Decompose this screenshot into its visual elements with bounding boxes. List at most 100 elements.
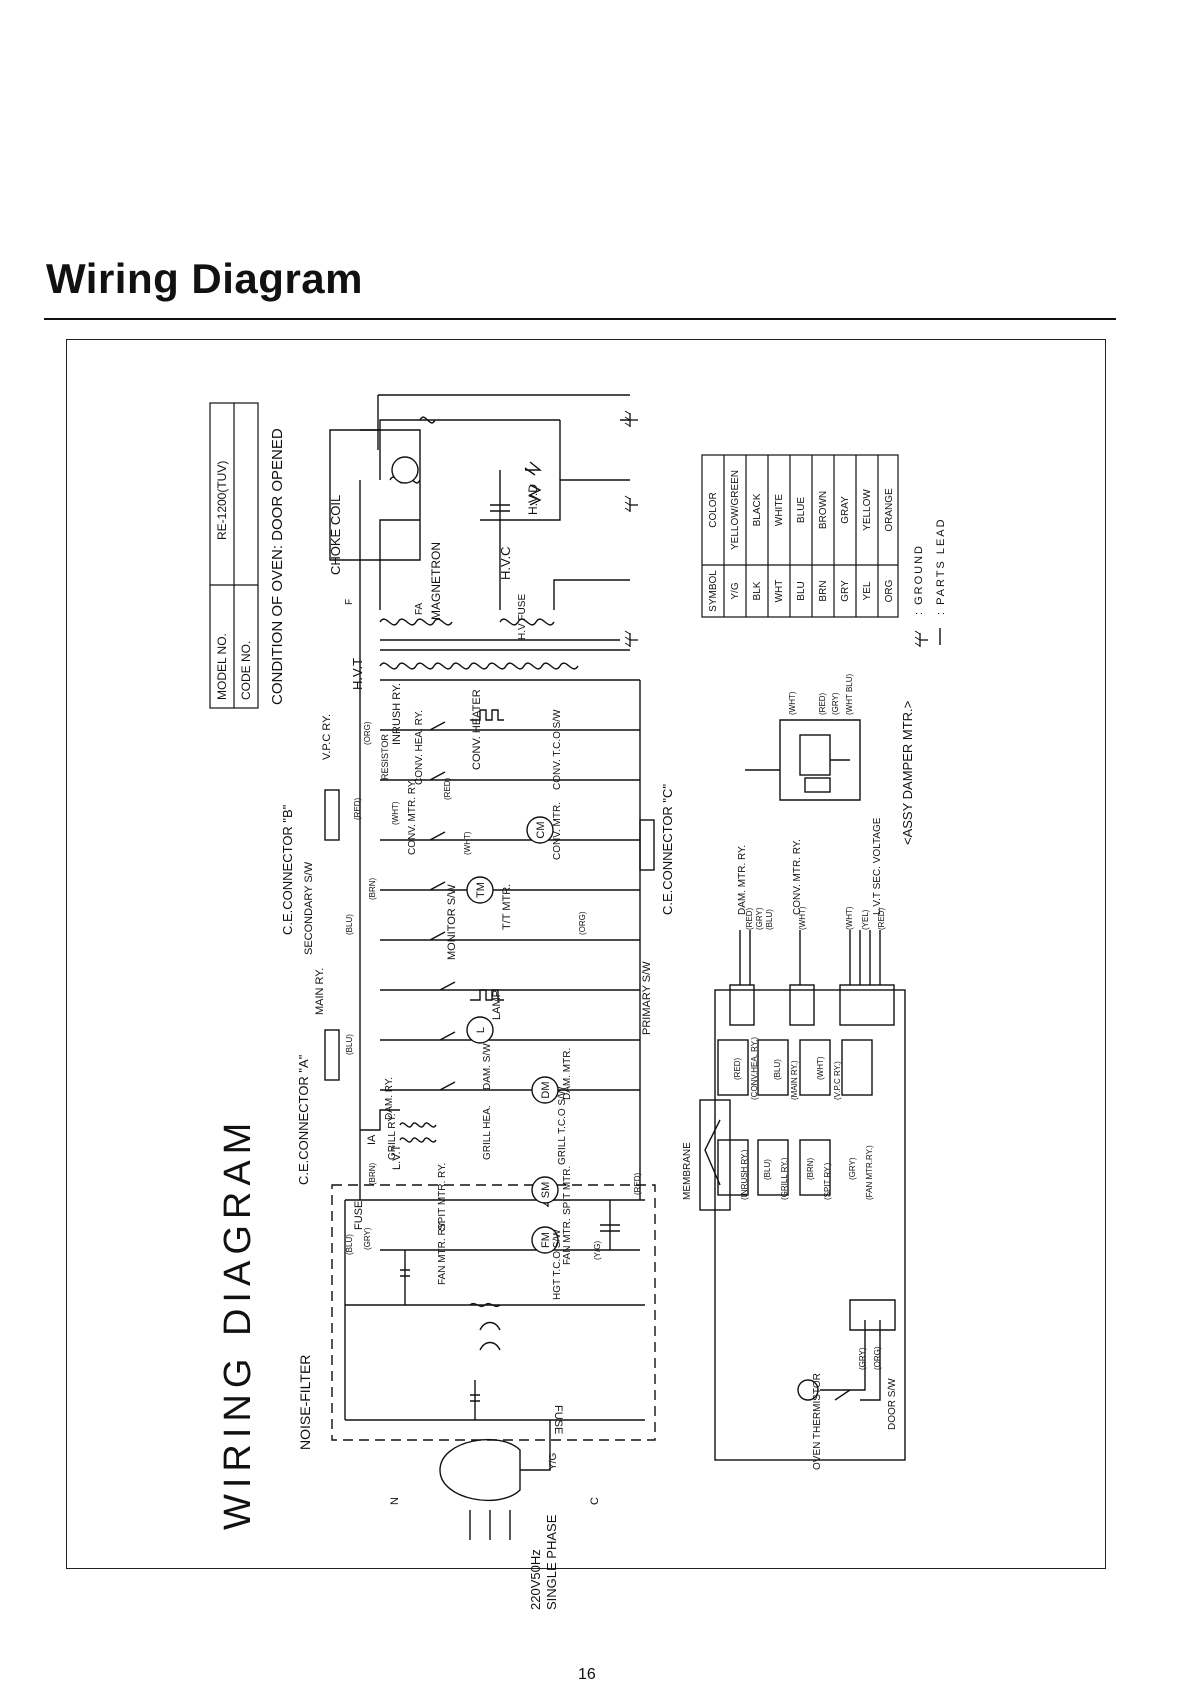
- legend-symbol-6: YEL: [862, 581, 873, 600]
- label-dam-mtr: DAM. MTR.: [562, 1048, 573, 1100]
- condition-label: CONDITION OF OVEN: DOOR OPENED: [269, 428, 286, 705]
- tag-wht-blu-damper: (WHT BLU): [845, 673, 854, 715]
- model-label: MODEL NO.: [215, 633, 229, 700]
- legend-symbol-2: WHT: [774, 580, 785, 603]
- title-rule: [44, 318, 1116, 320]
- label-ce-b: C.E.CONNECTOR "B": [280, 804, 295, 935]
- relay-label-red: (CONV.HEA. RY.): [750, 1037, 759, 1100]
- label-fan-ry: FAN MTR. RY.: [437, 1220, 448, 1285]
- svg-text:TM: TM: [475, 882, 487, 898]
- label-ce-c: C.E.CONNECTOR "C": [660, 784, 675, 915]
- relay-tag-spit: (BRN): [806, 1157, 815, 1180]
- tag-org-2: (ORG): [578, 911, 587, 935]
- tag-brn-2: (BRN): [368, 877, 377, 900]
- relay-tag-fan: (GRY): [848, 1157, 857, 1180]
- relay-label-fan: (FAN MTR.RY.): [865, 1145, 874, 1200]
- label-conv-mtr: CONV. MTR.: [552, 802, 563, 860]
- model-value: RE-1200(TUV): [215, 461, 229, 540]
- svg-text:CM: CM: [535, 821, 547, 838]
- color-legend-table: [701, 454, 899, 618]
- legend-color-2: WHITE: [774, 494, 785, 527]
- tag-gry-dam: (GRY): [755, 907, 764, 930]
- label-resistor: RESISTOR: [380, 734, 390, 780]
- label-monitor-sw: MONITOR S/W: [446, 884, 458, 960]
- label-ia: IA: [366, 1134, 378, 1145]
- label-damper-mtr: <ASSY DAMPER MTR.>: [900, 701, 915, 845]
- svg-text:FM: FM: [540, 1232, 552, 1248]
- tag-gry-damper: (GRY): [831, 692, 840, 715]
- conv-motor-icon: [526, 816, 554, 844]
- label-grill-hea: GRILL HEA.: [482, 1105, 493, 1160]
- label-fuse2: FUSE: [552, 1405, 564, 1434]
- label-c-mark: C: [589, 1497, 601, 1505]
- legend-ground: : GROUND: [913, 544, 925, 615]
- svg-text:DM: DM: [540, 1081, 552, 1098]
- model-info-box: [209, 402, 259, 709]
- label-magnetron: MAGNETRON: [429, 542, 443, 620]
- relay-label-main: (MAIN RY.): [790, 1060, 799, 1100]
- legend-header-symbol: SYMBOL: [708, 570, 719, 612]
- tag-red-3: (RED): [633, 1172, 642, 1195]
- motors: [391, 456, 559, 1254]
- label-secondary-sw: SECONDARY S/W: [303, 861, 315, 955]
- label-primary-sw: PRIMARY S/W: [641, 961, 653, 1035]
- tt-motor-icon: [466, 876, 494, 904]
- label-hvt: H.V.T: [350, 658, 365, 690]
- tag-red-dam: (RED): [745, 907, 754, 930]
- tag-blu-2: (BLU): [345, 1034, 354, 1055]
- diagram-frame: [66, 339, 1106, 1569]
- tag-wht-1: (WHT): [391, 801, 400, 825]
- legend-color-3: BLUE: [796, 497, 807, 523]
- tag-red-lvt: (RED): [877, 907, 886, 930]
- label-ce-a: C.E.CONNECTOR "A": [296, 1054, 311, 1185]
- relay-label-grill: (GRILL RY.): [780, 1157, 789, 1200]
- legend-symbol-3: BLU: [796, 581, 807, 600]
- tag-red-damper: (RED): [818, 692, 827, 715]
- code-label: CODE NO.: [239, 641, 253, 700]
- tag-yel-lvt: (YEL): [861, 909, 870, 930]
- label-spit-mtr: SPIT MTR.: [562, 1166, 573, 1215]
- big-title: WIRING DIAGRAM: [217, 1117, 259, 1530]
- tag-gry-therm: (GRY): [858, 1347, 867, 1370]
- label-main-ry: MAIN RY.: [314, 968, 326, 1015]
- label-oven-thermistor: OVEN THERMISTOR: [812, 1373, 823, 1470]
- legend-symbol-1: BLK: [752, 581, 763, 600]
- legend-parts-lead: : PARTS LEAD: [935, 517, 947, 615]
- tag-org-therm: (ORG): [873, 1346, 882, 1370]
- tag-yg-1: (Y/G): [593, 1241, 602, 1260]
- label-fuse: FUSE: [353, 1201, 365, 1230]
- label-choke: CHOKE COIL: [328, 495, 343, 575]
- label-conv-heater: CONV. HEATER: [471, 689, 483, 770]
- tag-wht-damper: (WHT): [788, 691, 797, 715]
- legend-color-4: BROWN: [818, 491, 829, 529]
- svg-text:L: L: [475, 1027, 487, 1033]
- label-fa: FA: [414, 602, 425, 615]
- label-f: F: [344, 599, 355, 605]
- magnetron-icon: [391, 456, 419, 484]
- tag-blu-1: (BLU): [345, 1234, 354, 1255]
- relay-tag-red: (RED): [733, 1057, 742, 1080]
- label-tt-mtr: T/T MTR.: [501, 884, 513, 930]
- tag-blu-dam: (BLU): [765, 909, 774, 930]
- tag-org-1: (ORG): [363, 721, 372, 745]
- supply-line1: 220V50Hz: [528, 1549, 543, 1610]
- label-spit-ry: SPIT MTR. RY.: [437, 1163, 448, 1230]
- legend-ground-icon: [914, 630, 929, 648]
- relay-tag-vpc: (WHT): [816, 1056, 825, 1080]
- legend-text: SYMBOLCOLORY/GYELLOW/GREENBLKBLACKWHTWHI…: [708, 470, 895, 612]
- tag-wht-conv: (WHT): [798, 906, 807, 930]
- legend-symbol-5: GRY: [840, 580, 851, 602]
- circuit-wires: [324, 394, 906, 1540]
- relay-label-inrush: (INRUSH RY.): [740, 1149, 749, 1200]
- ground-icon: [624, 630, 639, 648]
- label-hvd: H.V.D: [526, 484, 540, 515]
- lamp-icon: [466, 1016, 494, 1044]
- label-n-mark: N: [389, 1497, 401, 1505]
- label-dam-ry: DAM. RY.: [384, 1077, 395, 1120]
- label-conv-mtr-ry2: CONV. MTR. RY.: [792, 839, 803, 915]
- fan-motor-icon: [531, 1226, 559, 1254]
- legend-symbol-0: Y/G: [730, 582, 741, 599]
- legend-header-color: COLOR: [708, 492, 719, 528]
- label-membrane: MEMBRANE: [682, 1142, 693, 1200]
